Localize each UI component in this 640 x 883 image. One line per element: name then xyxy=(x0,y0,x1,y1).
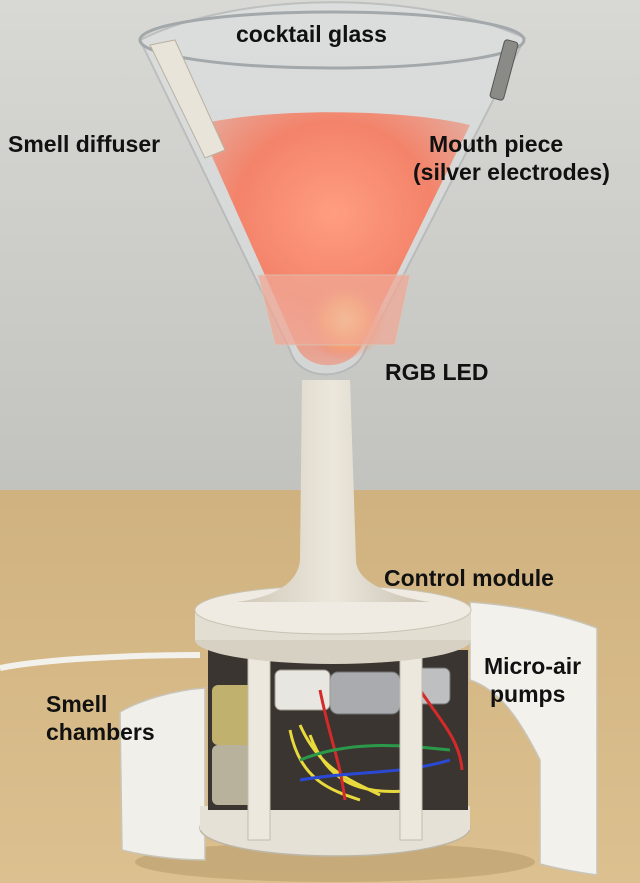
blue-wire xyxy=(299,758,451,782)
label-micro-air-line1: Micro-air xyxy=(484,653,582,679)
label-smell-chambers-line1: Smell xyxy=(46,691,108,717)
glass-stem xyxy=(236,380,430,602)
glowing-liquid xyxy=(198,112,470,366)
micro-air-pump-2 xyxy=(274,669,331,711)
support-post-left xyxy=(247,639,271,841)
label-cocktail-glass: cocktail glass xyxy=(236,21,387,47)
mouth-piece-electrode xyxy=(489,39,519,101)
label-micro-air-line2: pumps xyxy=(490,681,566,707)
right-pump-panel xyxy=(469,601,598,876)
micro-air-pump-1 xyxy=(329,671,401,715)
label-smell-chambers-line2: chambers xyxy=(46,719,155,745)
label-smell-diffuser: Smell diffuser xyxy=(8,131,161,157)
glass-collar xyxy=(257,274,411,346)
smell-diffuser-part xyxy=(149,39,226,159)
green-wire xyxy=(299,744,451,762)
power-cable xyxy=(0,652,201,671)
label-mouth-piece-line2: (silver electrodes) xyxy=(413,159,610,185)
base-shadow xyxy=(135,842,535,882)
label-rgb-led: RGB LED xyxy=(385,359,489,385)
label-mouth-piece: Mouth piece (silver electrodes) xyxy=(413,130,610,186)
label-smell-chambers: Smell chambers xyxy=(46,690,155,746)
label-mouth-piece-line1: Mouth piece xyxy=(429,131,564,157)
label-micro-air-pumps: Micro-air pumps xyxy=(484,652,581,708)
glass-rim xyxy=(138,10,526,70)
support-post-right xyxy=(399,639,423,841)
label-control-module: Control module xyxy=(384,565,554,591)
left-chamber-panel xyxy=(119,687,206,861)
